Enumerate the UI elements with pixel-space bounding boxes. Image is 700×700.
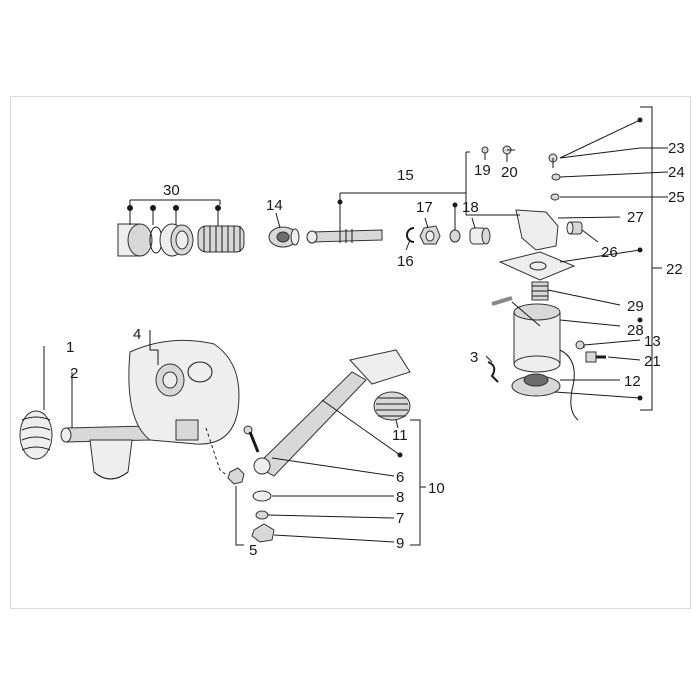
part-17-nut	[419, 225, 441, 245]
callout-17: 17	[416, 199, 433, 216]
part-20-screw	[502, 145, 515, 155]
callout-6: 6	[396, 469, 404, 486]
callout-1: 1	[66, 339, 74, 356]
callout-20: 20	[501, 164, 518, 181]
callout-23: 23	[668, 140, 685, 157]
part-lever-bolt	[243, 425, 260, 453]
part-30-bushing-set	[117, 223, 194, 257]
part-1-spring	[19, 410, 53, 460]
part-2-kick-shaft	[60, 425, 151, 480]
callout-18: 18	[462, 199, 479, 216]
part-8-washer	[252, 490, 272, 502]
callout-30: 30	[163, 182, 180, 199]
part-wire	[559, 349, 579, 421]
part-16-clip	[406, 227, 415, 243]
part-gasket	[498, 251, 576, 281]
part-18-bush	[469, 227, 491, 245]
part-3-clip	[487, 361, 499, 383]
part-12-flange	[511, 373, 561, 397]
callout-24: 24	[668, 164, 685, 181]
part-26-bush	[566, 221, 583, 235]
callout-26: 26	[601, 244, 618, 261]
part-6-kick-lever	[253, 349, 411, 477]
callout-19: 19	[474, 162, 491, 179]
callout-4: 4	[133, 326, 141, 343]
part-11-rubber	[373, 391, 411, 421]
callout-28: 28	[627, 322, 644, 339]
part-19-washer	[481, 146, 489, 154]
part-24-washer	[551, 173, 561, 181]
callout-15: 15	[397, 167, 414, 184]
part-27-bracket	[515, 209, 559, 251]
callout-labels: 1 2 3 4 5 6 7 8 9 10 11 12 13 14 15 16 1…	[66, 140, 685, 559]
callout-25: 25	[668, 189, 685, 206]
part-13-screw	[575, 340, 585, 350]
part-23-screw	[548, 153, 558, 168]
callout-29: 29	[627, 298, 644, 315]
callout-5: 5	[249, 542, 257, 559]
part-29-pinion	[531, 281, 549, 301]
callout-9: 9	[396, 535, 404, 552]
part-9-nut	[251, 523, 275, 543]
callout-27: 27	[627, 209, 644, 226]
callout-2: 2	[70, 365, 78, 382]
callout-14: 14	[266, 197, 283, 214]
callout-21: 21	[644, 353, 661, 370]
part-washer	[449, 229, 461, 243]
part-15-shaft	[306, 229, 383, 244]
part-21-bolt	[585, 351, 606, 363]
callout-16: 16	[397, 253, 414, 270]
callout-3: 3	[470, 349, 478, 366]
part-25-washer	[550, 193, 560, 201]
callout-8: 8	[396, 489, 404, 506]
leader-lines	[43, 106, 669, 546]
callout-7: 7	[396, 510, 404, 527]
part-starter-motor	[513, 303, 561, 373]
callout-13: 13	[644, 333, 661, 350]
diagram-frame	[10, 96, 691, 609]
part-28-pin	[491, 296, 513, 306]
callout-11: 11	[392, 427, 408, 444]
callout-22: 22	[666, 261, 683, 278]
part-30-spring	[197, 225, 245, 253]
part-4-engine-case	[128, 339, 240, 445]
part-5-nut	[227, 467, 245, 485]
callout-12: 12	[624, 373, 641, 390]
part-7-washer	[255, 510, 269, 520]
callout-10: 10	[428, 480, 445, 497]
part-14-gear	[268, 226, 300, 248]
